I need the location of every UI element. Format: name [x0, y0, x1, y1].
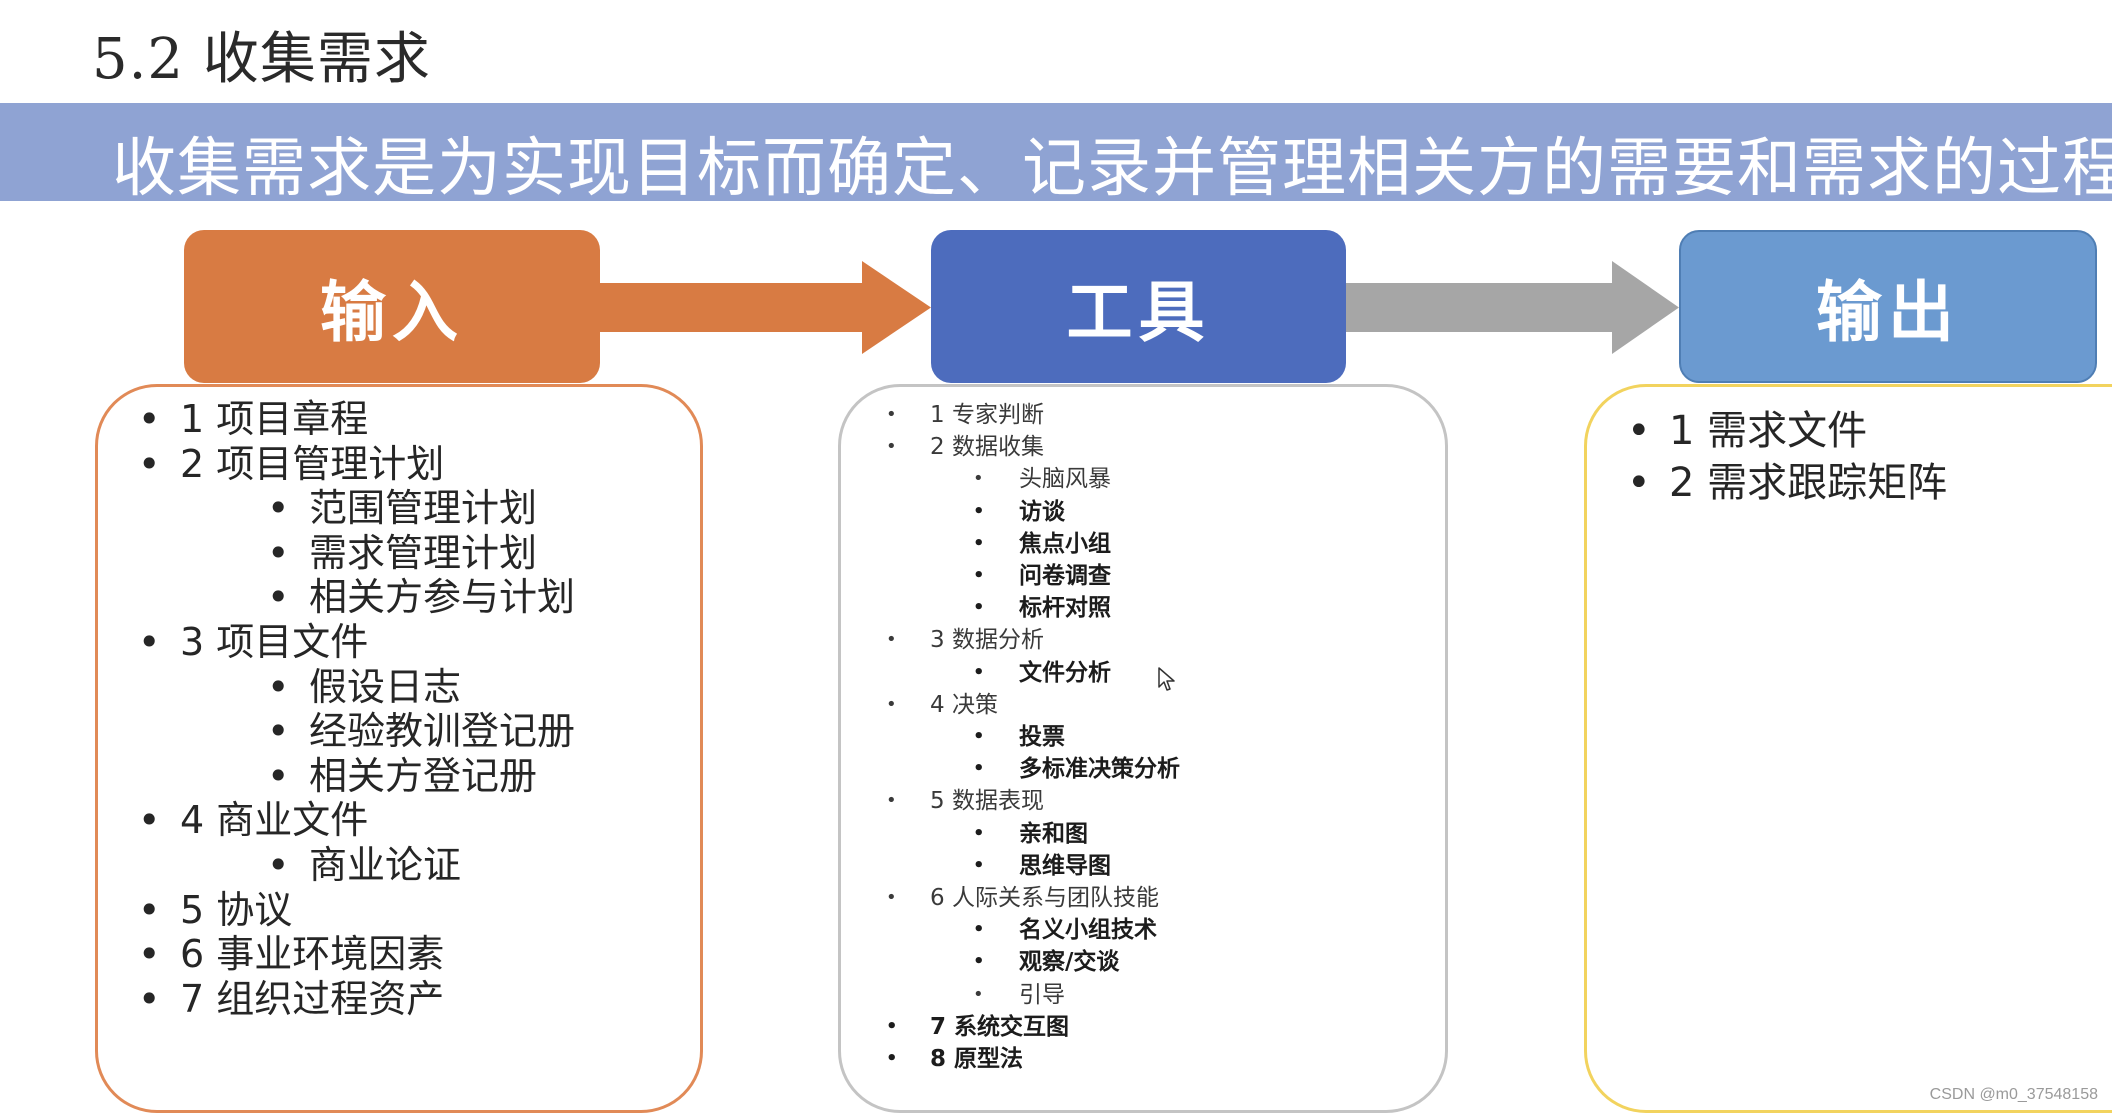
tool-list-item: 6 人际关系与团队技能 [886, 882, 1180, 914]
tool-list-item: 多标准决策分析 [886, 753, 1180, 785]
tool-list-item: 2 数据收集 [886, 431, 1180, 463]
definition-banner: 收集需求是为实现目标而确定、记录并管理相关方的需要和需求的过程。 [0, 103, 2112, 206]
watermark: CSDN @m0_37548158 [1929, 1086, 2098, 1103]
input-list-item: 经验教训登记册 [138, 709, 575, 754]
input-list-item: 6 事业环境因素 [138, 932, 575, 977]
input-list-item: 7 组织过程资产 [138, 977, 575, 1022]
input-list-item: 3 项目文件 [138, 620, 575, 665]
mouse-cursor-icon [1158, 667, 1175, 691]
output-list-item: 1 需求文件 [1627, 405, 1947, 457]
arrow-tool-to-output [1346, 261, 1679, 354]
tool-list-item: 亲和图 [886, 818, 1180, 850]
tool-list: 1 专家判断2 数据收集头脑风暴访谈焦点小组问卷调查标杆对照3 数据分析文件分析… [886, 399, 1180, 1075]
tool-list-item: 投票 [886, 721, 1180, 753]
tool-list-item: 1 专家判断 [886, 399, 1180, 431]
tool-list-item: 3 数据分析 [886, 624, 1180, 656]
tool-list-item: 文件分析 [886, 657, 1180, 689]
tool-list-item: 8 原型法 [886, 1043, 1180, 1075]
input-list-item: 4 商业文件 [138, 798, 575, 843]
input-list-box: 1 项目章程2 项目管理计划范围管理计划需求管理计划相关方参与计划3 项目文件假… [95, 384, 703, 1113]
output-list-box: 1 需求文件2 需求跟踪矩阵 [1584, 384, 2112, 1113]
output-list: 1 需求文件2 需求跟踪矩阵 [1627, 405, 1947, 509]
tool-list-item: 7 系统交互图 [886, 1011, 1180, 1043]
definition-text: 收集需求是为实现目标而确定、记录并管理相关方的需要和需求的过程。 [112, 132, 2112, 206]
input-list-item: 需求管理计划 [138, 531, 575, 576]
input-list-item: 2 项目管理计划 [138, 442, 575, 487]
output-list-item: 2 需求跟踪矩阵 [1627, 457, 1947, 509]
tool-list-item: 5 数据表现 [886, 785, 1180, 817]
input-list: 1 项目章程2 项目管理计划范围管理计划需求管理计划相关方参与计划3 项目文件假… [138, 397, 575, 1021]
tool-list-item: 引导 [886, 979, 1180, 1011]
tool-list-item: 头脑风暴 [886, 463, 1180, 495]
tool-list-box: 1 专家判断2 数据收集头脑风暴访谈焦点小组问卷调查标杆对照3 数据分析文件分析… [838, 384, 1448, 1113]
input-list-item: 相关方登记册 [138, 754, 575, 799]
page-title: 5.2 收集需求 [92, 27, 431, 92]
input-list-item: 5 协议 [138, 888, 575, 933]
input-list-item: 范围管理计划 [138, 486, 575, 531]
tool-list-item: 观察/交谈 [886, 946, 1180, 978]
tool-list-item: 名义小组技术 [886, 914, 1180, 946]
input-list-item: 相关方参与计划 [138, 575, 575, 620]
tool-list-item: 访谈 [886, 496, 1180, 528]
tool-list-item: 标杆对照 [886, 592, 1180, 624]
input-list-item: 商业论证 [138, 843, 575, 888]
tool-list-item: 问卷调查 [886, 560, 1180, 592]
arrow-input-to-tool [600, 261, 931, 354]
input-list-item: 假设日志 [138, 665, 575, 710]
output-header: 输出 [1679, 230, 2097, 383]
tool-list-item: 思维导图 [886, 850, 1180, 882]
input-header: 输入 [184, 230, 600, 383]
tool-list-item: 4 决策 [886, 689, 1180, 721]
input-list-item: 1 项目章程 [138, 397, 575, 442]
tool-header: 工具 [931, 230, 1346, 383]
tool-list-item: 焦点小组 [886, 528, 1180, 560]
